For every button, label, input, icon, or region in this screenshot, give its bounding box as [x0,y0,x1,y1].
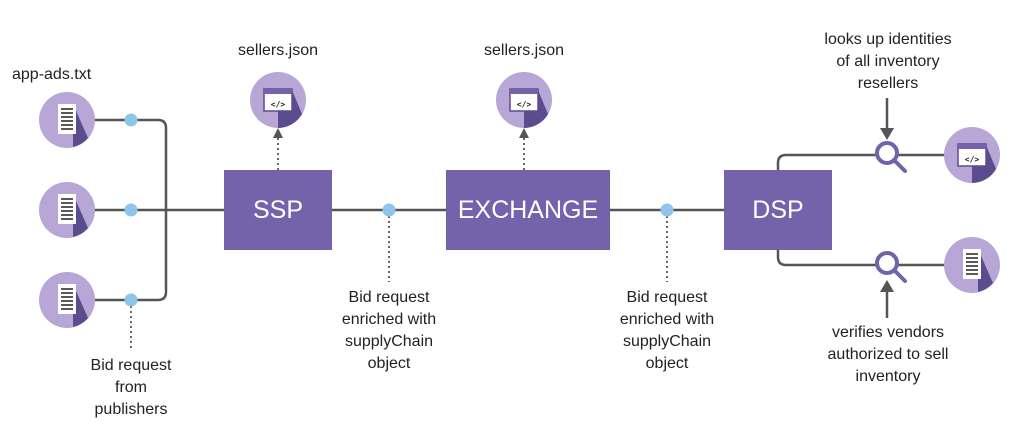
exchange-sellers-arrowhead [519,128,529,138]
dsp-box: DSP [724,170,832,250]
magnifier-icon [875,141,907,173]
connector-dot-pub-1 [124,113,138,127]
lookup-annotation: looks up identities of all inventory res… [824,31,952,92]
exchange-box: EXCHANGE [446,170,610,250]
ssp-sellers-arrowhead [273,128,283,138]
code-window-icon: </> [496,72,552,128]
lookup-arrowhead [880,128,894,140]
code-window-icon: </> [250,72,306,128]
dsp-lower-branch [776,248,947,267]
publishers-bid-request-label: Bid request from publishers [90,357,172,418]
document-icon [944,237,1000,293]
exchange-dsp-bid-request-label: Bid request enriched with supplyChain ob… [619,289,715,372]
verify-annotation: verifies vendors authorized to sell inve… [827,324,949,385]
svg-text:</>: </> [271,100,286,109]
ssp-sellers-json-label: sellers.json [237,42,319,59]
connector-dot-exchange-dsp [660,203,674,217]
document-icon [39,92,95,148]
document-icon [39,272,95,328]
verify-arrowhead [880,280,894,292]
connector-dot-ssp-exchange [382,203,396,217]
magnifier-icon [875,251,907,283]
exchange-sellers-json-label: sellers.json [483,42,565,59]
code-window-icon: </> [944,127,1000,183]
svg-text:</>: </> [517,100,532,109]
app-ads-label: app-ads.txt [12,66,92,83]
ssp-box: SSP [224,170,332,250]
connector-dot-pub-3 [124,293,138,307]
dsp-upper-branch [776,153,947,172]
document-icon [39,182,95,238]
svg-text:</>: </> [965,155,980,164]
ssp-exchange-bid-request-label: Bid request enriched with supplyChain ob… [341,289,437,372]
connector-dot-pub-2 [124,203,138,217]
